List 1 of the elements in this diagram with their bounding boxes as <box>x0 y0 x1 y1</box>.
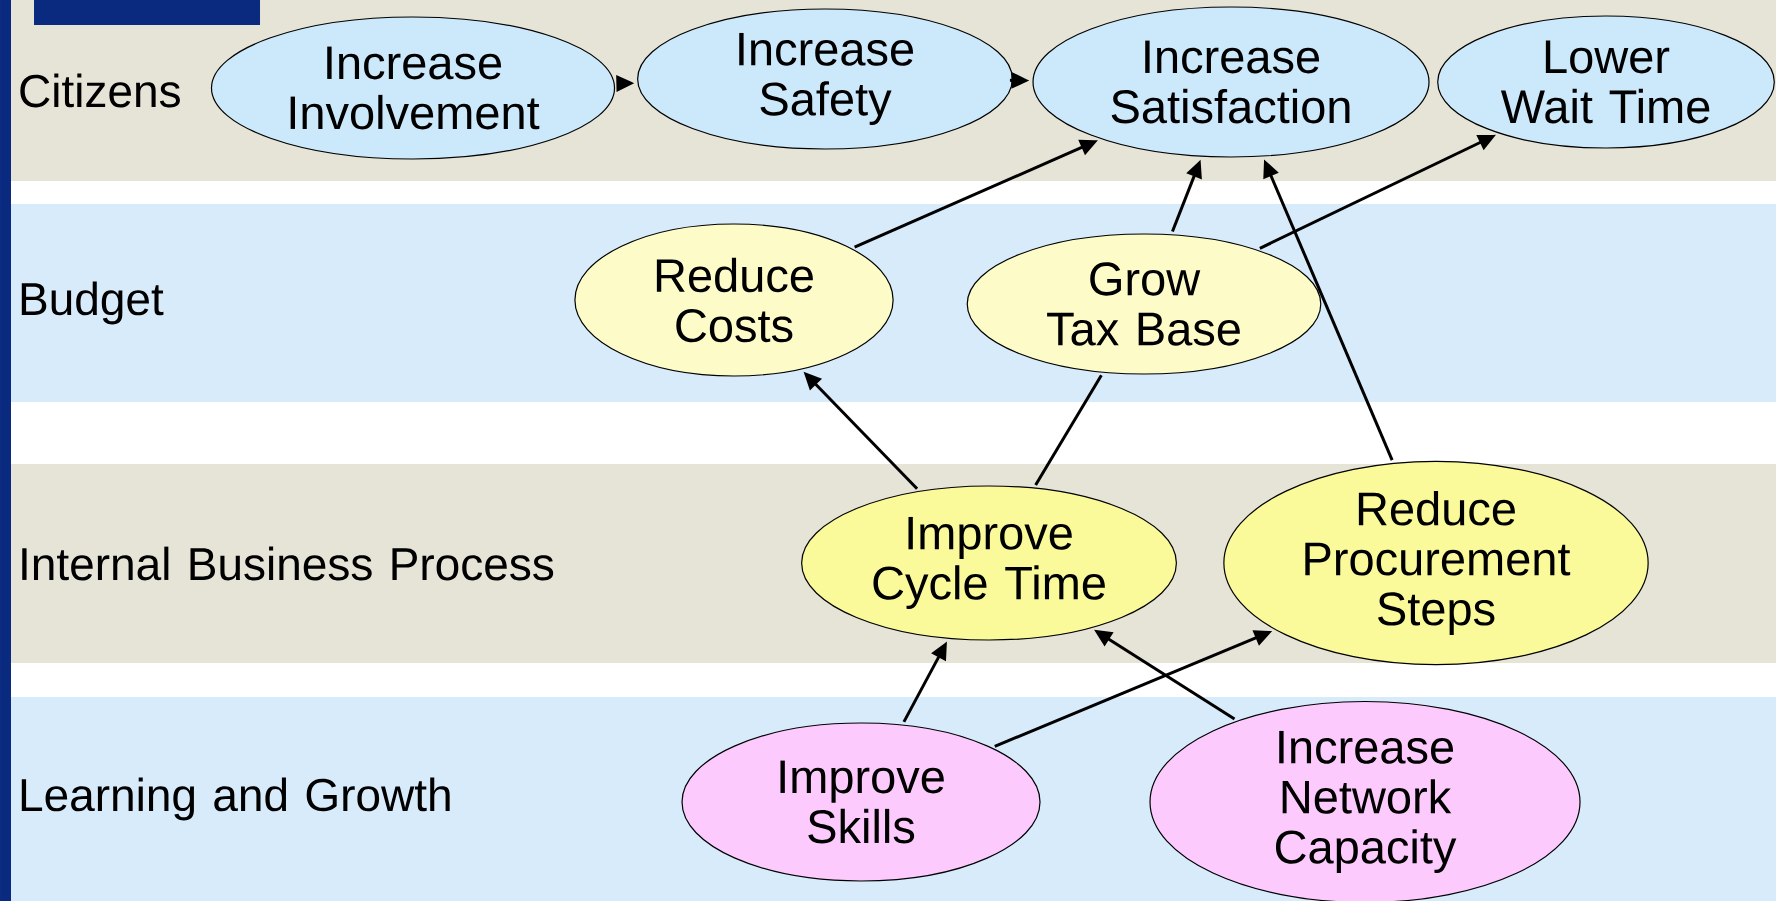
connector-line <box>1034 374 1103 486</box>
